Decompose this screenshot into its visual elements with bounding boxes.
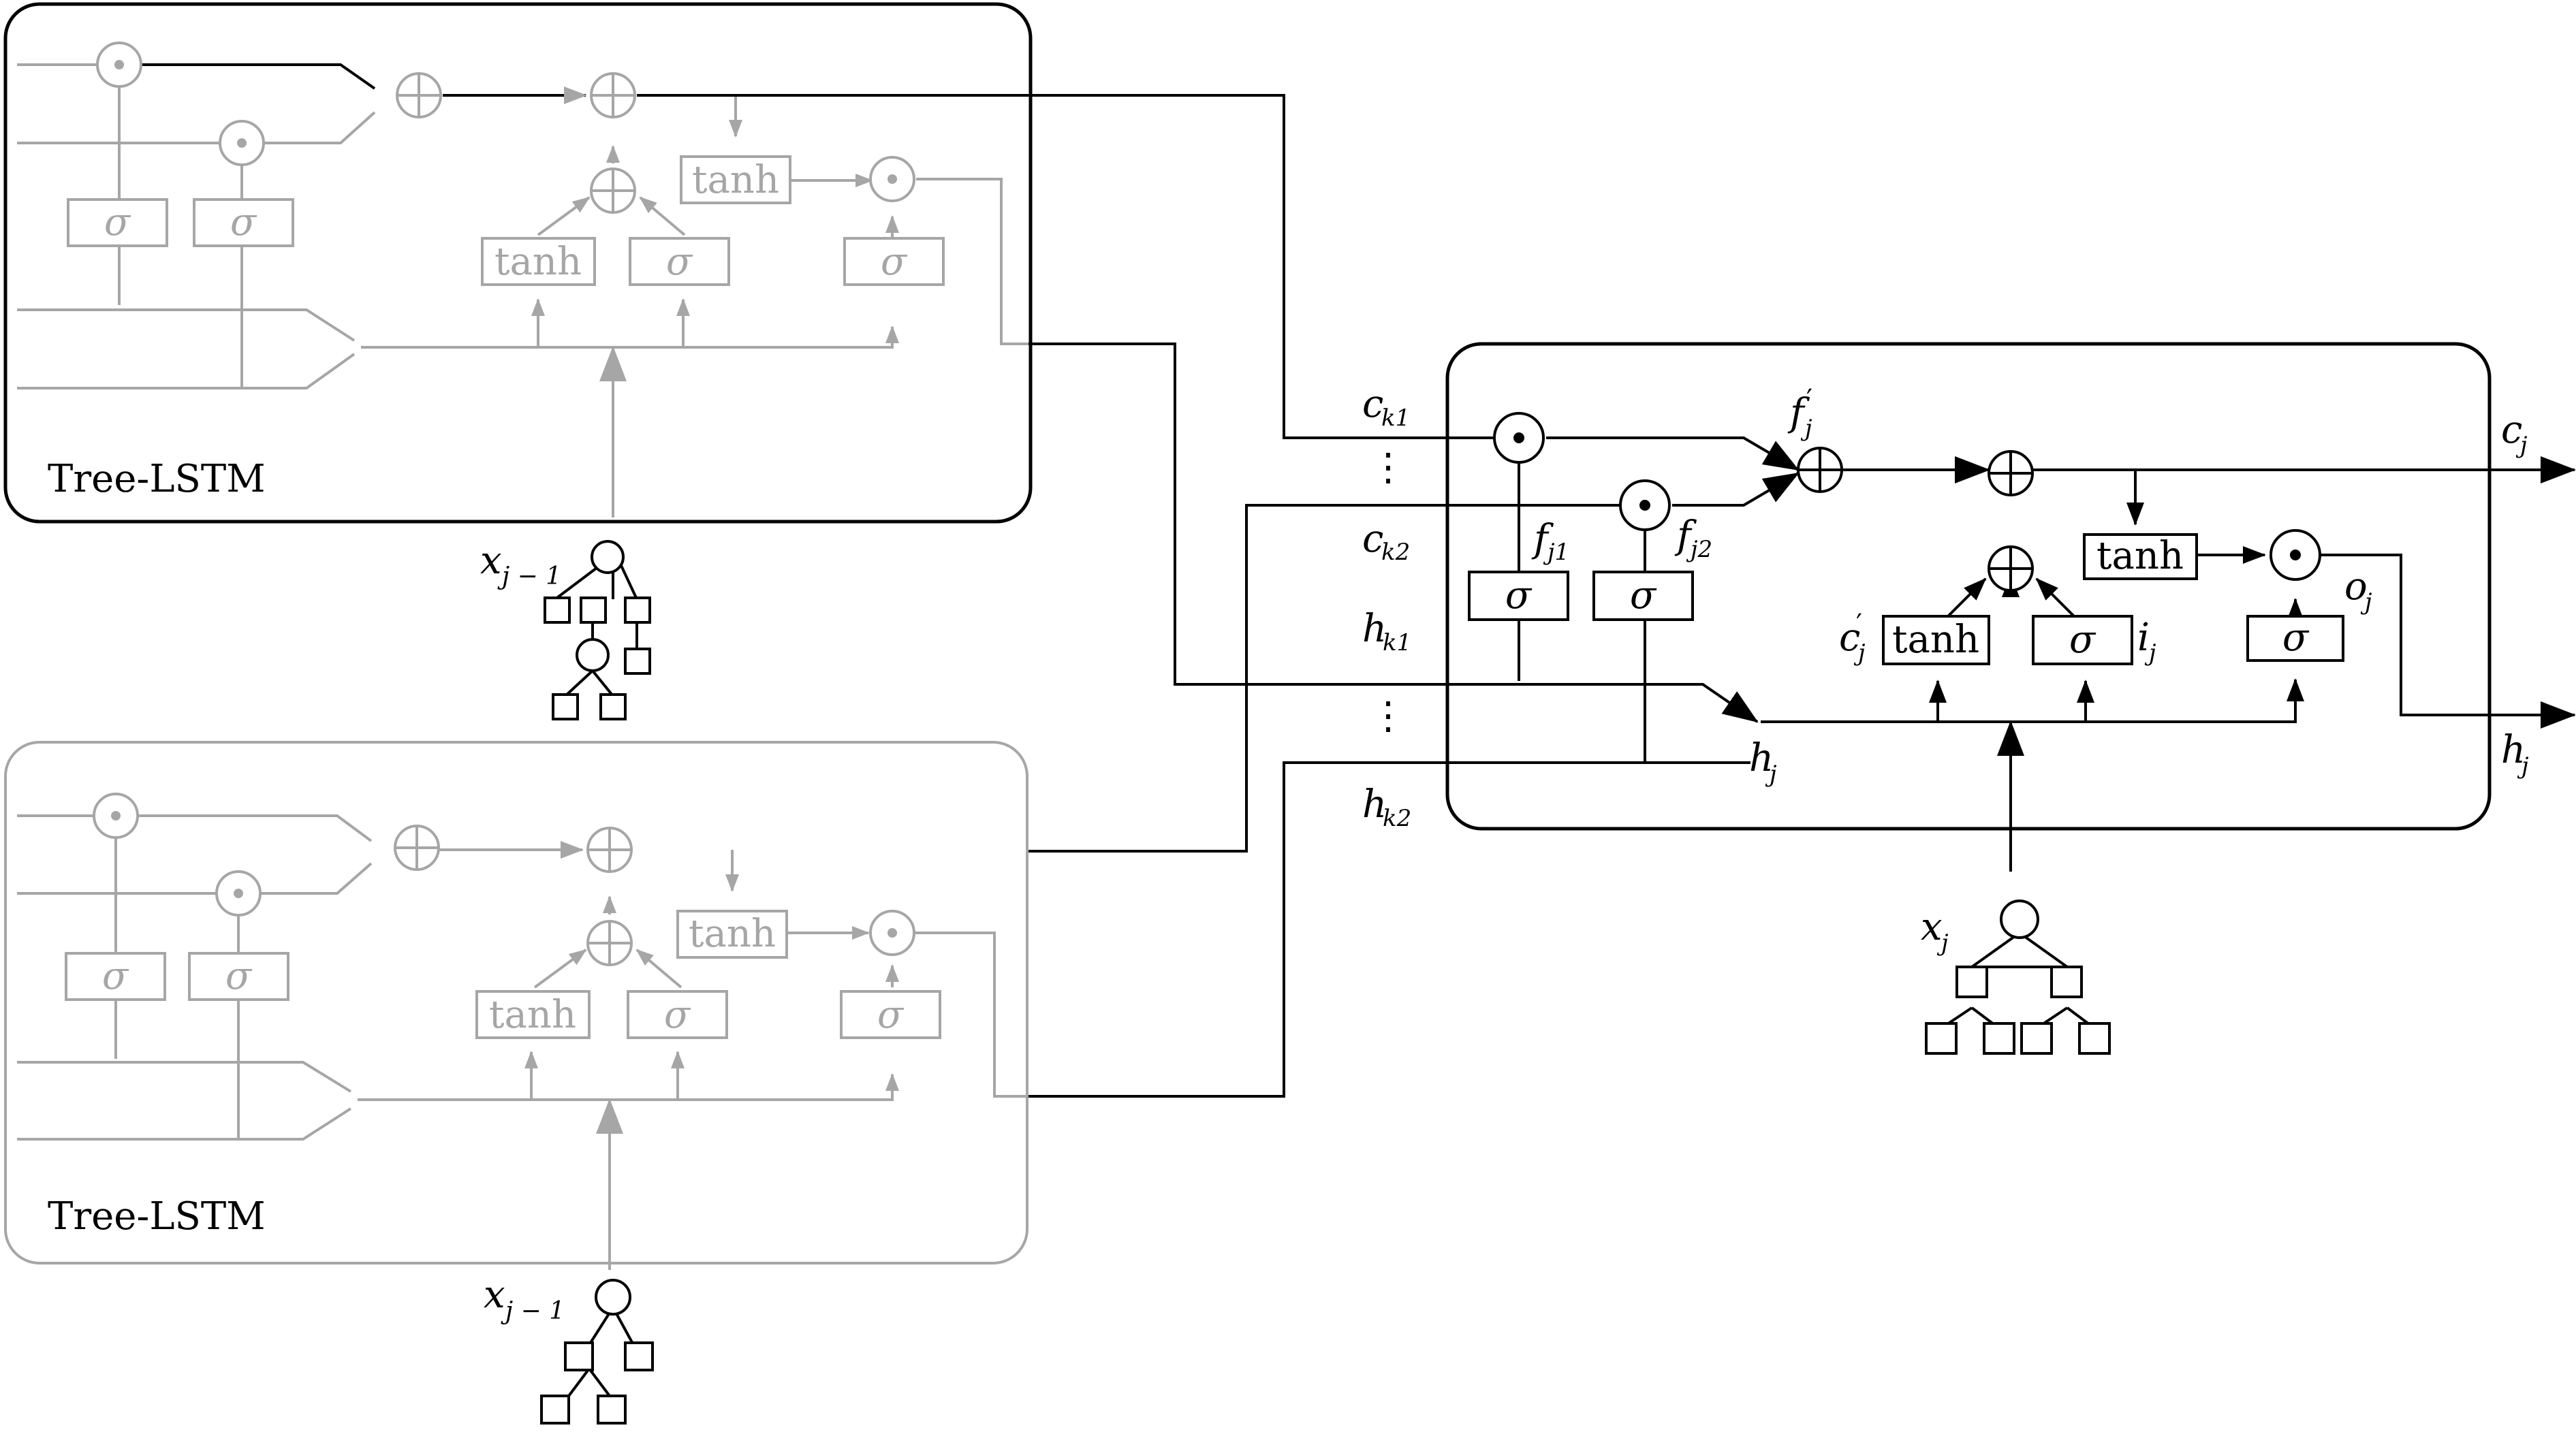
top-sigma-1: σ	[104, 200, 131, 244]
tree-lstm-top-box	[3, 2, 1033, 524]
top-sigma-box-2	[193, 198, 294, 247]
bottom-sigma-1: σ	[102, 954, 129, 998]
bottom-sigma-4: σ	[877, 993, 905, 1037]
top-tanh-1: tanh	[494, 240, 582, 284]
bottom-sigma-box-1	[65, 952, 166, 1001]
bottom-sigma-3: σ	[664, 993, 691, 1037]
h-k2-label: h	[1362, 782, 1387, 827]
top-sigma-box-1	[67, 198, 168, 247]
bottom-sigma-box-4	[840, 990, 941, 1039]
main-cell-lines	[1518, 436, 2576, 872]
bottom-sigma-2: σ	[225, 954, 253, 998]
tree-lstm-bottom-label: Tree-LSTM	[48, 1194, 266, 1239]
c-k2-sub: k2	[1381, 539, 1410, 566]
x-prev-top-sub: j − 1	[497, 562, 561, 590]
f-j2-sub: j2	[1686, 536, 1712, 563]
x-prev-top-label: x	[480, 539, 502, 583]
h-j-inner-label: h	[1749, 736, 1774, 780]
h-k1-label: h	[1362, 607, 1387, 651]
f-j1-sub: j1	[1543, 539, 1569, 566]
c-prime-mark: ′	[1856, 609, 1862, 640]
tree-prev-top	[544, 540, 651, 720]
connector-lines	[637, 94, 1759, 1098]
bottom-tanh-box-1	[475, 990, 591, 1039]
tanh-cj: tanh	[1892, 618, 1979, 662]
tree-lstm-top-label: Tree-LSTM	[48, 457, 266, 501]
top-sigma-2: σ	[230, 200, 257, 244]
h-k2-sub: k2	[1383, 805, 1411, 832]
bottom-sigma-box-2	[188, 952, 289, 1001]
bottom-tanh-2: tanh	[689, 912, 776, 956]
c-k2-label: c	[1362, 517, 1383, 561]
x-prev-bottom-sub: j − 1	[501, 1297, 565, 1325]
x-prev-bottom-label: x	[484, 1273, 505, 1317]
sigma-oj: σ	[2282, 616, 2310, 660]
c-j-out-label: c	[2501, 408, 2522, 452]
tanh-output: tanh	[2096, 534, 2184, 578]
i-j-label: i	[2137, 616, 2150, 660]
top-sigma-box-3	[629, 237, 730, 286]
tanh-box-cj	[1882, 615, 1990, 665]
sigma-box-fj1	[1468, 571, 1569, 621]
top-sigma-box-4	[843, 237, 945, 286]
top-sigma-3: σ	[666, 240, 693, 284]
main-cell-box	[1445, 342, 2492, 831]
c-k1-label: c	[1362, 382, 1383, 426]
sigma-ij: σ	[2069, 618, 2096, 662]
sigma-box-fj2	[1592, 571, 1694, 621]
c-prime-j-label: c	[1839, 616, 1860, 660]
top-tanh-box-2	[680, 155, 791, 204]
sigma-fj2: σ	[1630, 573, 1657, 618]
sigma-box-oj	[2246, 615, 2344, 662]
tree-lstm-top	[17, 63, 1028, 518]
x-j-label: x	[1921, 905, 1943, 949]
sigma-fj1: σ	[1505, 573, 1533, 618]
h-k1-sub: k1	[1383, 629, 1411, 656]
tree-prev-bottom	[540, 1279, 654, 1425]
bottom-tanh-box-2	[676, 910, 788, 959]
bottom-sigma-box-3	[627, 990, 728, 1039]
tanh-box-output	[2083, 533, 2198, 580]
c-k1-sub: k1	[1381, 404, 1410, 432]
tree-lstm-bottom-box	[4, 741, 1028, 1264]
sigma-box-ij	[2032, 615, 2133, 665]
vdots-c: ⋮	[1369, 445, 1407, 490]
top-tanh-2: tanh	[692, 158, 779, 202]
top-tanh-box-1	[481, 237, 596, 286]
o-j-label: o	[2344, 564, 2368, 609]
bottom-tanh-1: tanh	[489, 993, 576, 1037]
tree-lstm-bottom	[17, 814, 1028, 1270]
f-prime-mark: ′	[1806, 384, 1812, 415]
vdots-h: ⋮	[1369, 694, 1407, 738]
h-j-out-label: h	[2501, 728, 2526, 772]
top-sigma-4: σ	[881, 240, 908, 284]
tree-current	[1925, 900, 2111, 1055]
